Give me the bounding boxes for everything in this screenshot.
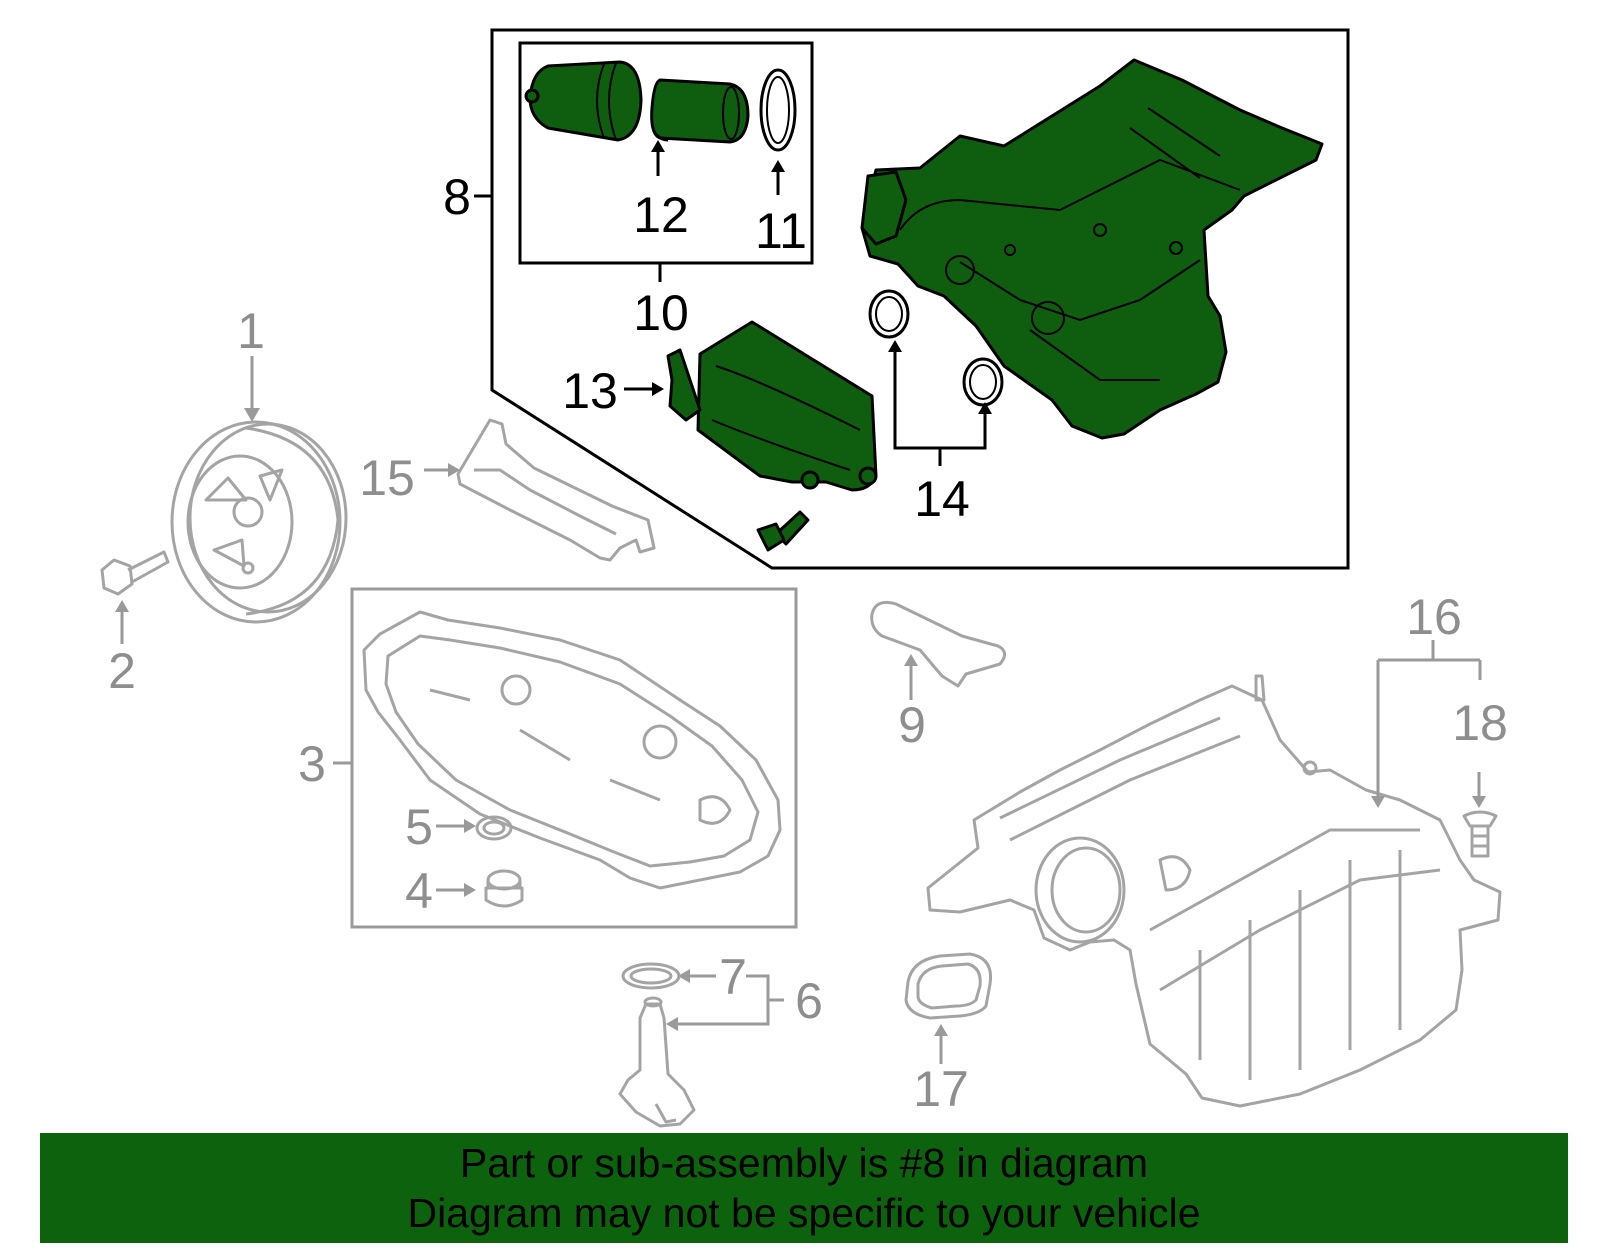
drain-plug-part-4[interactable] [484, 869, 524, 908]
callout-8: 8 [443, 169, 471, 225]
callout-13: 13 [562, 363, 618, 419]
callout-11: 11 [755, 203, 807, 259]
callout-6: 6 [795, 973, 823, 1029]
callout-3: 3 [298, 736, 326, 792]
throttle-gasket-part-17[interactable] [904, 952, 993, 1020]
callout-2: 2 [108, 643, 136, 699]
oil-pan-housing-part[interactable] [860, 58, 1324, 440]
callout-17: 17 [913, 1061, 969, 1117]
washer-part-5[interactable] [475, 815, 513, 841]
callout-15: 15 [359, 450, 415, 506]
seal-part-7[interactable] [621, 962, 681, 990]
oil-cooler-part[interactable] [666, 320, 878, 492]
intake-manifold-part-16[interactable] [926, 674, 1502, 1108]
crankshaft-pulley-part[interactable] [170, 420, 348, 624]
o-ring-14-a[interactable] [868, 289, 910, 339]
cooler-bolt-part[interactable] [756, 510, 810, 552]
filter-housing-part[interactable] [524, 60, 643, 142]
pulley-bolt-part[interactable] [100, 550, 170, 596]
callout-4: 4 [405, 863, 433, 919]
assembly-8-frame [490, 28, 1350, 570]
info-banner: Part or sub-assembly is #8 in diagram Di… [40, 1133, 1568, 1243]
intake-hose-part-9[interactable] [870, 600, 1006, 688]
gasket-group-box [350, 587, 798, 929]
callout-1: 1 [237, 303, 265, 359]
callout-9: 9 [898, 697, 926, 753]
banner-line-part-number: Part or sub-assembly is #8 in diagram [459, 1140, 1149, 1186]
o-ring-14-b[interactable] [962, 357, 1004, 407]
callout-18: 18 [1452, 695, 1508, 751]
baffle-bracket-part[interactable] [456, 418, 656, 562]
oil-pan-gasket-part[interactable] [362, 610, 782, 890]
callout-7: 7 [719, 949, 747, 1005]
banner-line-disclaimer: Diagram may not be specific to your vehi… [407, 1190, 1201, 1236]
callout-12: 12 [633, 187, 689, 243]
oil-filter-part-12[interactable] [650, 78, 750, 144]
oil-level-sensor-part-6[interactable] [618, 996, 696, 1128]
mounting-stud-part-18[interactable] [1462, 810, 1498, 858]
assembly-10-box [518, 41, 814, 265]
callout-10: 10 [633, 285, 689, 341]
o-ring-part-11[interactable] [759, 68, 797, 152]
callout-14: 14 [914, 471, 970, 527]
callout-16: 16 [1406, 589, 1462, 645]
callout-5: 5 [405, 799, 433, 855]
